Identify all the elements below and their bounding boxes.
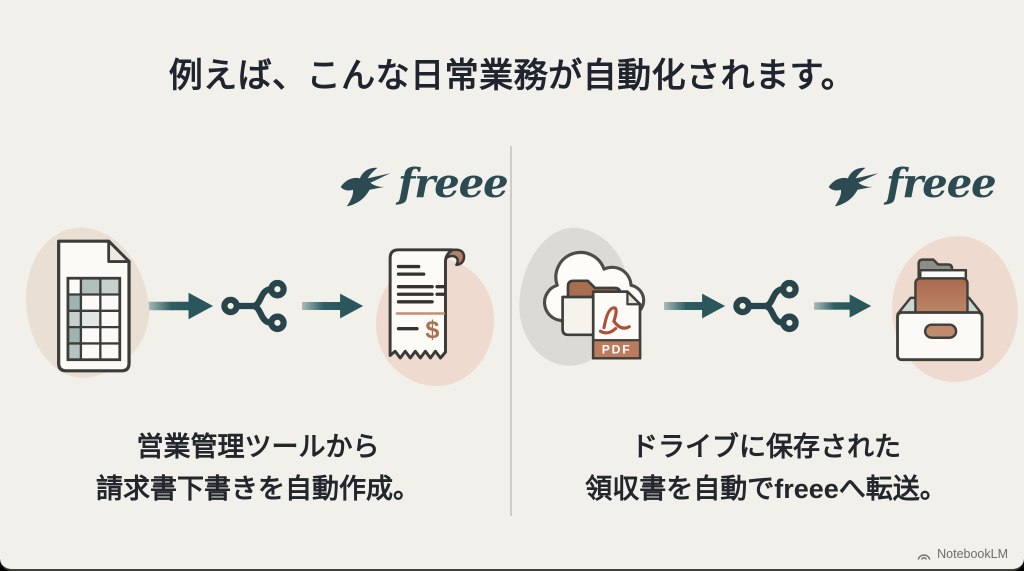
- pdf-label: PDF: [602, 342, 632, 356]
- right-caption-line2: 領収書を自動でfreeeへ転送。: [585, 474, 947, 504]
- cloud-folder-pdf-icon: PDF: [543, 250, 646, 360]
- document-storage-box-icon: [896, 257, 984, 361]
- freee-logo: freee: [338, 160, 509, 212]
- left-panel: freee: [16, 150, 509, 535]
- right-caption: ドライブに保存された 領収書を自動でfreeeへ転送。: [540, 426, 992, 510]
- notebooklm-label: NotebookLM: [937, 547, 1008, 561]
- freee-wordmark: freee: [886, 160, 997, 207]
- spreadsheet-icon-wrap: [16, 218, 158, 385]
- dollar-sign: $: [425, 315, 439, 343]
- panel-divider: [510, 146, 512, 516]
- swallow-icon: [828, 167, 879, 207]
- arrow-right-icon: [302, 293, 364, 318]
- freee-logo: freee: [826, 160, 997, 212]
- left-caption-line2: 請求書下書きを自動作成。: [96, 474, 420, 504]
- right-flow-row: PDF: [513, 218, 1023, 393]
- freee-wordmark: freee: [398, 160, 509, 207]
- storage-box-icon-wrap: [878, 230, 1023, 386]
- notebooklm-logo-icon: [917, 553, 931, 560]
- slide-title: 例えば、こんな日常業務が自動化されます。: [168, 57, 856, 95]
- workflow-branch-icon: [733, 279, 799, 332]
- left-flow-row: $: [16, 218, 494, 393]
- right-caption-line1: ドライブに保存された: [631, 432, 901, 462]
- left-caption: 営業管理ツールから 請求書下書きを自動作成。: [38, 426, 478, 510]
- cloud-pdf-icon-wrap: PDF: [513, 222, 658, 382]
- arrow-right-icon: [664, 293, 726, 318]
- workflow-branch-icon: [221, 279, 287, 332]
- notebooklm-watermark: NotebookLM: [916, 547, 1008, 561]
- swallow-icon: [340, 167, 391, 207]
- left-caption-line1: 営業管理ツールから: [136, 432, 380, 462]
- arrow-right-icon: [814, 293, 872, 318]
- spreadsheet-document-icon: [57, 239, 131, 372]
- receipt-icon-wrap: $: [370, 230, 494, 386]
- right-panel: freee PDF: [513, 150, 1023, 535]
- arrow-right-icon: [148, 292, 214, 319]
- invoice-receipt-icon: $: [388, 247, 466, 359]
